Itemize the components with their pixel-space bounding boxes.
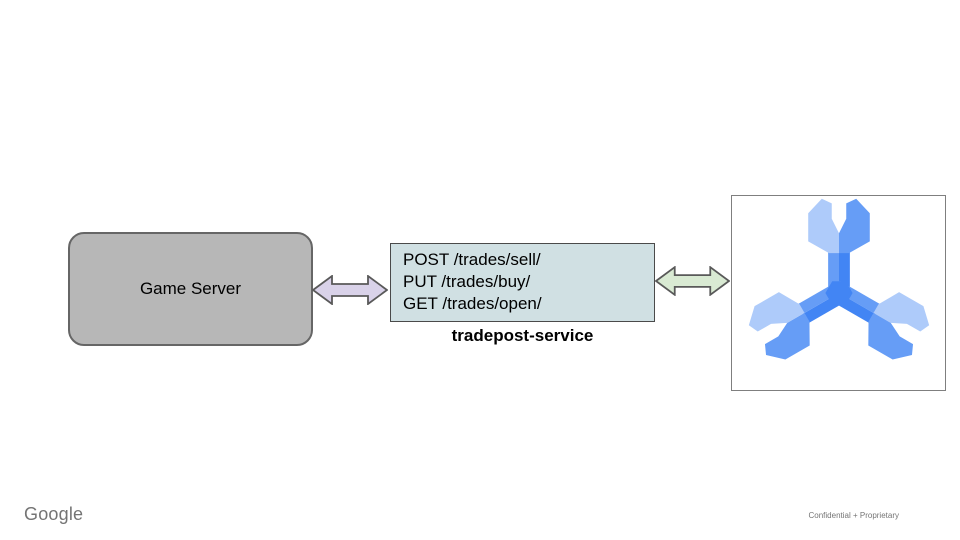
spanner-center-junction	[824, 281, 853, 305]
cloud-spanner-box	[731, 195, 946, 391]
service-endpoints-box: POST /trades/sell/ PUT /trades/buy/ GET …	[390, 243, 655, 322]
spanner-head-face	[764, 312, 810, 360]
spanner-head-face	[867, 312, 913, 360]
endpoint-line: GET /trades/open/	[403, 294, 542, 313]
arrow-right-shape	[655, 266, 730, 296]
endpoint-line: POST /trades/sell/	[403, 250, 541, 269]
bidirectional-arrow-left-icon	[312, 275, 388, 305]
spanner-head-face	[838, 198, 870, 254]
spanner-arm-bottom-right	[828, 280, 929, 360]
google-logo: Google	[24, 504, 84, 524]
arrow-left-shape	[312, 275, 388, 305]
bidirectional-arrow-right-icon	[655, 266, 730, 296]
service-name-label: tradepost-service	[451, 326, 594, 345]
spanner-arm-top	[807, 198, 870, 299]
spanner-head-face	[873, 292, 929, 332]
game-server-label: Game Server	[139, 279, 242, 298]
cloud-spanner-icon	[748, 198, 929, 360]
endpoint-line: PUT /trades/buy/	[403, 272, 531, 291]
game-server-box: Game Server	[68, 232, 313, 346]
spanner-head-face	[748, 292, 804, 332]
confidential-note: Confidential + Proprietary	[808, 511, 900, 520]
spanner-head-face	[807, 198, 839, 254]
